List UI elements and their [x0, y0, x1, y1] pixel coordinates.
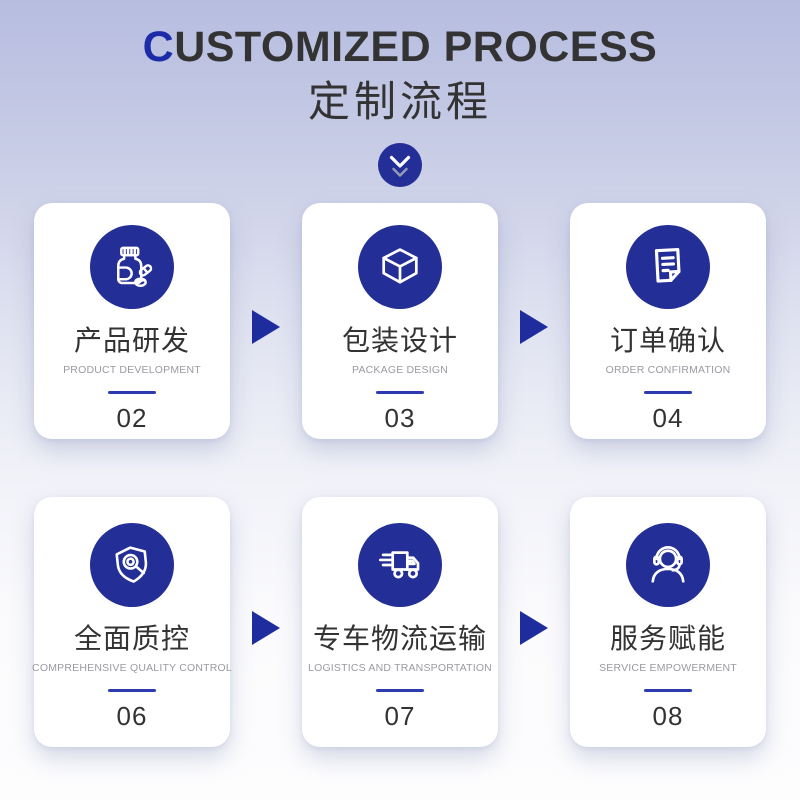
divider [376, 688, 424, 692]
step-title: 产品研发 [73, 325, 190, 356]
delivery-truck-icon [378, 551, 420, 579]
step-subtitle: COMPREHENSIVE QUALITY CONTROL [32, 661, 232, 674]
chevron-down-icon [378, 143, 422, 187]
step-title: 订单确认 [609, 325, 726, 356]
title-accent-letter: C [142, 23, 175, 71]
arrow-cell [498, 497, 570, 747]
shield-search-icon [115, 546, 148, 583]
divider [376, 390, 424, 394]
step-number: 08 [652, 700, 684, 731]
icon-circle [626, 523, 710, 607]
step-subtitle: SERVICE EMPOWERMENT [599, 661, 737, 674]
divider [108, 688, 156, 692]
step-number: 04 [652, 402, 684, 433]
step-subtitle: ORDER CONFIRMATION [605, 363, 731, 376]
step-number: 07 [384, 700, 416, 731]
icon-circle [358, 523, 442, 607]
arrow-right-icon [520, 310, 548, 344]
medicine-bottle-icon [117, 246, 153, 288]
process-row-2: 全面质控 COMPREHENSIVE QUALITY CONTROL 06 [32, 497, 768, 747]
arrow-cell [230, 203, 302, 439]
order-document-icon [654, 248, 681, 283]
arrow-right-icon [252, 310, 280, 344]
step-subtitle: PRODUCT DEVELOPMENT [63, 363, 201, 376]
step-card-package-design: 包装设计 PACKAGE DESIGN 03 [302, 203, 498, 439]
scroll-down-badge [378, 143, 422, 187]
step-title: 包装设计 [341, 325, 458, 356]
step-number: 03 [384, 402, 416, 433]
step-subtitle: PACKAGE DESIGN [352, 363, 448, 376]
step-title: 专车物流运输 [312, 623, 487, 654]
divider [644, 688, 692, 692]
step-number: 02 [116, 402, 148, 433]
step-card-quality-control: 全面质控 COMPREHENSIVE QUALITY CONTROL 06 [32, 497, 232, 747]
step-title: 全面质控 [73, 623, 190, 654]
step-card-logistics: 专车物流运输 LOGISTICS AND TRANSPORTATION 07 [302, 497, 498, 747]
process-grid: 产品研发 PRODUCT DEVELOPMENT 02 包装设计 [32, 203, 768, 747]
arrow-right-icon [252, 611, 280, 645]
step-card-service-empowerment: 服务赋能 SERVICE EMPOWERMENT 08 [570, 497, 766, 747]
step-subtitle: LOGISTICS AND TRANSPORTATION [308, 661, 492, 674]
page-subtitle-cn: 定制流程 [307, 78, 492, 125]
arrow-cell [498, 203, 570, 439]
headset-agent-icon [651, 546, 685, 583]
icon-circle [626, 225, 710, 309]
step-card-product-development: 产品研发 PRODUCT DEVELOPMENT 02 [34, 203, 230, 439]
process-row-1: 产品研发 PRODUCT DEVELOPMENT 02 包装设计 [32, 203, 768, 439]
step-title: 服务赋能 [609, 623, 726, 654]
title-rest: USTOMIZED PROCESS [174, 23, 658, 71]
arrow-cell [230, 497, 302, 747]
step-number: 06 [116, 700, 148, 731]
divider [644, 390, 692, 394]
page-title: CUSTOMIZED PROCESS [0, 0, 800, 69]
divider [108, 390, 156, 394]
arrow-right-icon [520, 611, 548, 645]
package-cube-icon [382, 248, 418, 284]
icon-circle [90, 523, 174, 607]
icon-circle [358, 225, 442, 309]
icon-circle [90, 225, 174, 309]
step-card-order-confirmation: 订单确认 ORDER CONFIRMATION 04 [570, 203, 766, 439]
